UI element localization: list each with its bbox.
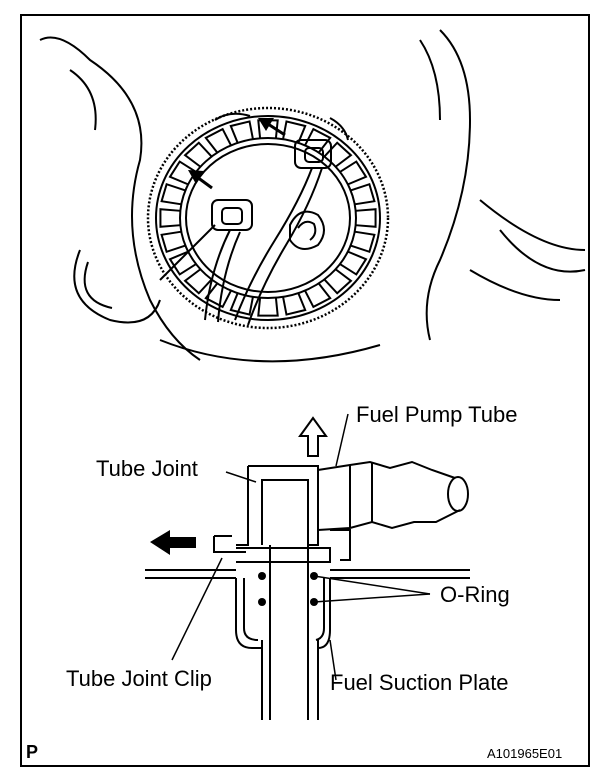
tank-top-view [39, 29, 586, 363]
figure-frame [20, 14, 590, 767]
ring-tooth [323, 268, 353, 295]
ring-tooth [183, 268, 213, 295]
ring-tooth [229, 120, 254, 144]
tube-joint-label: Tube Joint [96, 456, 198, 481]
move-arrow-icon [188, 118, 286, 190]
ring-tooth [168, 250, 197, 276]
up-arrow-icon [298, 416, 328, 457]
fuel-suction-plate-label: Fuel Suction Plate [330, 670, 509, 695]
fuel-pump-tube-label: Fuel Pump Tube [356, 402, 518, 427]
ring-tooth [282, 120, 307, 144]
figure-code: A101965E01 [487, 746, 563, 761]
left-arrow-icon [150, 530, 196, 555]
ring-tooth [204, 282, 232, 309]
ring-tooth [350, 230, 376, 254]
corner-mark: P [26, 742, 39, 762]
tube-joint-clip-label: Tube Joint Clip [66, 666, 212, 691]
ring-tooth [257, 297, 279, 317]
ring-tooth [339, 160, 368, 186]
ring-tooth [183, 141, 213, 168]
ring-tooth [304, 127, 332, 154]
ring-tooth [204, 127, 232, 154]
ring-tooth [160, 230, 186, 254]
ring-tooth [355, 208, 377, 228]
ring-tooth [304, 282, 332, 309]
ring-tooth [282, 292, 307, 316]
ring-tooth [339, 250, 368, 276]
ring-teeth [159, 119, 377, 317]
ring-tooth [350, 182, 376, 206]
ring-tooth [229, 292, 254, 316]
leader-lines [171, 413, 431, 681]
cross-section [145, 460, 470, 720]
ring-tooth [160, 182, 186, 206]
ring-tooth [168, 160, 197, 186]
ring-tooth [159, 208, 181, 228]
pump-details [159, 112, 349, 326]
o-ring-label: O-Ring [440, 582, 510, 607]
